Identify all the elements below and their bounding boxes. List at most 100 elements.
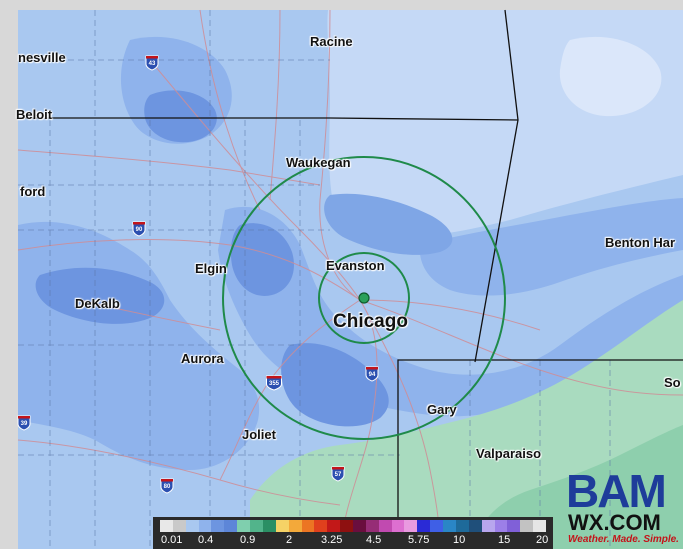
- city-label-rockford: ford: [20, 184, 46, 199]
- shield-shape: [160, 478, 174, 494]
- city-label-waukegan: Waukegan: [286, 155, 351, 170]
- legend-swatch: [353, 520, 367, 532]
- shield-top-bar: [146, 56, 158, 59]
- city-label-aurora: Aurora: [181, 351, 224, 366]
- legend-tick-label: 2: [286, 534, 293, 546]
- shield-shape: [331, 466, 345, 482]
- snow-heavy-elgin: [35, 267, 165, 324]
- shield-number: 57: [335, 472, 342, 478]
- legend-tick-label: 5.75: [408, 534, 430, 546]
- shield-i-57: 57: [331, 466, 345, 482]
- city-label-beloit: Beloit: [16, 107, 53, 122]
- legend-swatch: [224, 520, 238, 532]
- city-label-racine: Racine: [310, 34, 353, 49]
- legend-swatch: [250, 520, 264, 532]
- legend-tick-label: 20: [536, 534, 549, 546]
- legend-tick-label: 15: [498, 534, 511, 546]
- legend-swatch: [481, 520, 496, 532]
- shield-number: 80: [164, 484, 171, 490]
- shield-shape: [145, 55, 159, 71]
- legend-swatch: [262, 520, 277, 532]
- legend-swatch: [378, 520, 393, 532]
- bamwx-logo: BAM WX.COM Weather. Made. Simple.: [566, 458, 683, 549]
- shield-shape: [365, 366, 379, 382]
- range-ring-inner: [318, 252, 410, 344]
- shield-shape: [17, 415, 31, 431]
- city-label-dekalb: DeKalb: [75, 296, 120, 311]
- shield-shape: [132, 221, 146, 237]
- snow-heavy-lake: [324, 193, 453, 255]
- state-borders: [18, 9, 683, 549]
- city-label-joliet: Joliet: [242, 427, 276, 442]
- legend-tick-label: 10: [453, 534, 466, 546]
- legend-tick-label: 4.5: [366, 534, 382, 546]
- legend-swatch: [404, 520, 418, 532]
- legend-swatch: [507, 520, 521, 532]
- logo-wxcom: WX.COM: [568, 510, 661, 535]
- shield-shape: [266, 375, 282, 391]
- city-label-janesville: nesville: [18, 50, 66, 65]
- legend-swatch: [327, 520, 341, 532]
- shield-number: 355: [269, 381, 280, 387]
- shield-i-90: 90: [132, 221, 146, 237]
- shield-i-355: 355: [266, 375, 282, 391]
- legend-swatch: [365, 520, 380, 532]
- snow-mid-lakeband: [419, 198, 683, 296]
- precip-legend: 0.01 0.4 0.9 2 3.25 4.5 5.75 10 15 20: [153, 517, 553, 549]
- city-label-south-bend: So: [664, 375, 681, 390]
- shield-number: 43: [149, 61, 156, 67]
- legend-swatch: [288, 520, 303, 532]
- legend-swatch: [340, 520, 354, 532]
- city-label-gary: Gary: [427, 402, 457, 417]
- lake-light-patch: [559, 36, 662, 117]
- shield-i-39: 39: [17, 415, 31, 431]
- shield-i-80: 80: [160, 478, 174, 494]
- city-label-chicago: Chicago: [333, 311, 408, 332]
- legend-swatch: [430, 520, 444, 532]
- shield-top-bar: [161, 479, 173, 482]
- city-label-elgin: Elgin: [195, 261, 227, 276]
- legend-tick-label: 0.01: [161, 534, 183, 546]
- shield-top-bar: [18, 416, 30, 419]
- shield-top-bar: [332, 467, 344, 470]
- city-label-benton-harbor: Benton Har: [605, 235, 676, 250]
- legend-tick-label: 3.25: [321, 534, 343, 546]
- legend-swatch: [237, 520, 251, 532]
- shield-top-bar: [266, 376, 282, 379]
- shield-number: 39: [21, 421, 28, 427]
- legend-swatch: [468, 520, 483, 532]
- legend-swatch: [443, 520, 457, 532]
- legend-tick-label: 0.4: [198, 534, 214, 546]
- county-lines: [18, 10, 683, 549]
- city-label-evanston: Evanston: [326, 258, 385, 273]
- legend-swatch: [391, 520, 405, 532]
- logo-tagline: Weather. Made. Simple.: [568, 534, 679, 545]
- interstate-shields: 43 90 355 94 39 57 80: [17, 55, 379, 494]
- center-marker[interactable]: [358, 292, 370, 304]
- snow-heavy-south: [281, 343, 389, 427]
- logo-bam: BAM: [566, 465, 667, 517]
- legend-swatch: [494, 520, 508, 532]
- legend-swatch: [185, 520, 200, 532]
- snow-heavy-chicago: [230, 223, 294, 296]
- legend-swatch: [533, 520, 547, 532]
- legend-tick-label: 0.9: [240, 534, 256, 546]
- legend-swatch: [160, 520, 174, 532]
- shield-number: 94: [369, 372, 376, 378]
- legend-swatch: [314, 520, 328, 532]
- city-label-valparaiso: Valparaiso: [476, 446, 542, 461]
- legend-swatch: [520, 520, 534, 532]
- shield-number: 90: [136, 227, 143, 233]
- legend-swatch: [455, 520, 470, 532]
- range-ring-outer: [222, 156, 506, 440]
- shield-top-bar: [133, 222, 145, 225]
- legend-swatch: [275, 520, 290, 532]
- shield-i-43: 43: [145, 55, 159, 71]
- snow-heavy-north: [144, 90, 217, 143]
- legend-swatch: [301, 520, 315, 532]
- legend-swatch: [211, 520, 225, 532]
- shield-top-bar: [366, 367, 378, 370]
- shield-i-94: 94: [365, 366, 379, 382]
